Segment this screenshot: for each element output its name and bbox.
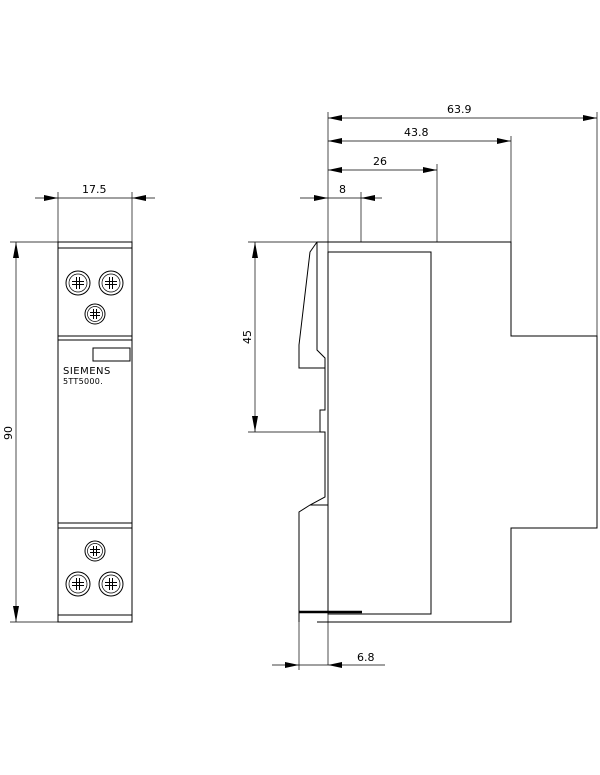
dimension-front-width: 17.5	[35, 183, 155, 242]
dimension-depth-3: 26	[328, 155, 438, 242]
side-upper-clip	[298, 241, 326, 369]
side-outer-profile	[317, 241, 598, 623]
dimension-label: 63.9	[447, 103, 472, 116]
terminal-screw-icon	[65, 571, 91, 597]
front-label-window	[92, 347, 131, 362]
front-model-text: 5TT5000.	[63, 377, 103, 386]
terminal-screw-icon	[84, 303, 106, 325]
terminal-screw-icon	[98, 571, 124, 597]
dimension-depth-2: 43.8	[328, 126, 512, 242]
front-view: SIEMENS 5TT5000. 17.5	[2, 183, 155, 623]
dimension-label: 26	[373, 155, 387, 168]
side-view: 63.9 43.8 26 8	[241, 103, 598, 670]
front-body-outline	[57, 241, 133, 623]
dimension-total-depth: 63.9	[328, 103, 598, 336]
dimension-depth-4: 8	[300, 183, 382, 242]
terminal-screw-icon	[65, 270, 91, 296]
front-brand-text: SIEMENS	[63, 366, 111, 377]
side-inner-body	[327, 251, 432, 615]
dimension-rail: 6.8	[272, 622, 385, 670]
dimension-side-height: 45	[241, 241, 320, 433]
dimension-label: 17.5	[82, 183, 107, 196]
terminal-screw-icon	[84, 540, 106, 562]
side-rail-slot	[319, 368, 326, 458]
side-lower-clip	[298, 458, 326, 622]
dimension-label: 43.8	[404, 126, 429, 139]
dimension-label: 6.8	[357, 651, 375, 664]
dimension-label: 45	[241, 330, 254, 344]
dimension-label: 90	[2, 426, 15, 440]
dimension-front-height: 90	[2, 241, 58, 623]
terminal-screw-icon	[98, 270, 124, 296]
dimension-label: 8	[339, 183, 346, 196]
